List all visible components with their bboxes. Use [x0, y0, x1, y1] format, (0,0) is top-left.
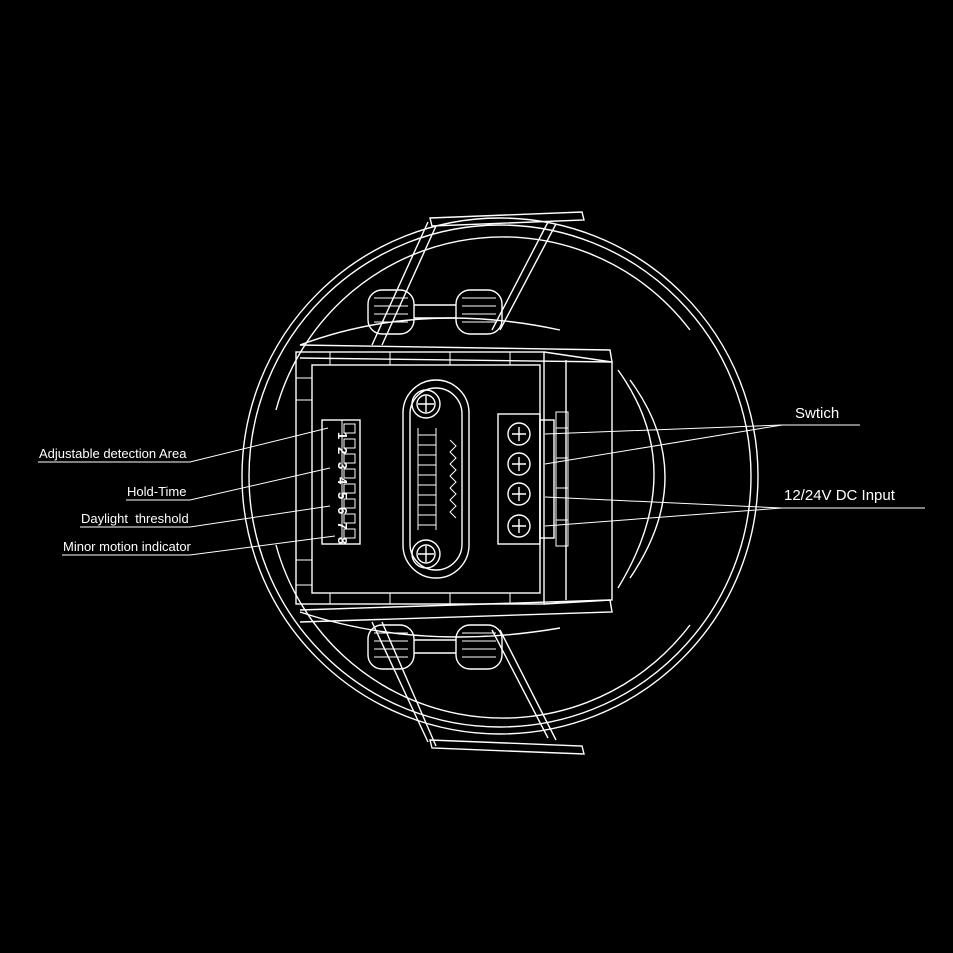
dip-number-4: 4 [335, 477, 350, 485]
dip-switch-block: 1 2 3 4 5 6 7 8 [321, 419, 361, 545]
bottom-spring-clip [299, 599, 613, 755]
dip-number-8: 8 [335, 537, 350, 544]
right-callout-lines [544, 424, 925, 527]
circuit-board [295, 351, 613, 605]
label-switch: Swtich [795, 405, 839, 422]
dip-number-3: 3 [335, 462, 350, 469]
label-daylight-threshold: Daylight threshold [81, 511, 189, 526]
center-sensor-module [402, 379, 470, 579]
dip-number-2: 2 [335, 447, 350, 454]
dip-number-7: 7 [335, 522, 350, 529]
label-dc-input: 12/24V DC Input [784, 487, 896, 504]
top-spring-clip [299, 211, 613, 363]
label-minor-motion-indicator: Minor motion indicator [63, 539, 192, 554]
left-callout-lines [38, 427, 336, 556]
label-adjustable-detection-area: Adjustable detection Area [39, 446, 187, 461]
terminal-block [497, 411, 569, 547]
dip-number-6: 6 [335, 507, 350, 514]
label-hold-time: Hold-Time [127, 484, 186, 499]
sensor-housing [241, 217, 759, 735]
dip-number-1: 1 [335, 432, 350, 439]
dip-number-5: 5 [335, 492, 350, 499]
